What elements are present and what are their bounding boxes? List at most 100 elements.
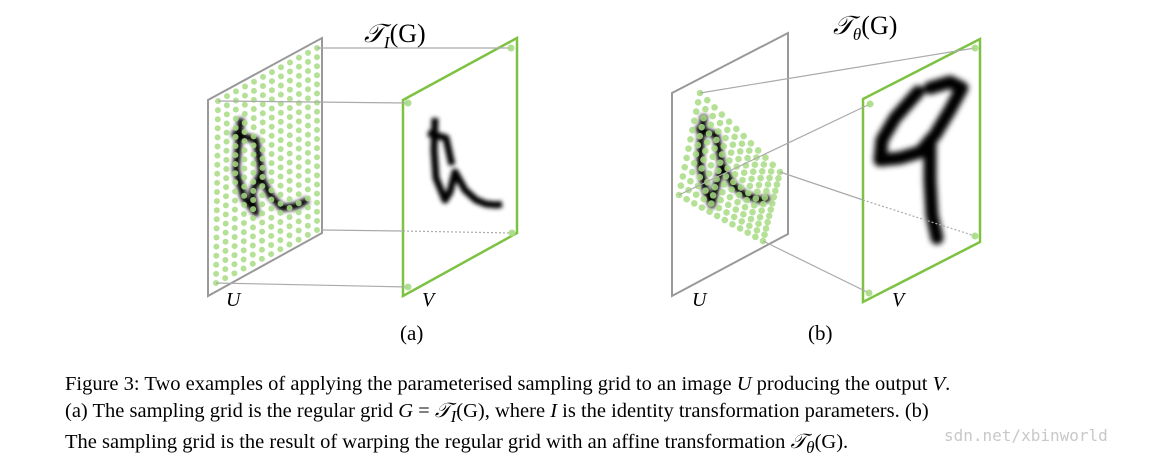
grid-dot [295, 236, 302, 243]
transform-label-a: 𝒯I(G) [364, 19, 426, 52]
grid-dot [304, 231, 311, 238]
grid-dot [702, 105, 709, 113]
grid-dot [223, 147, 230, 154]
grid-dot [729, 141, 737, 149]
grid-dot [740, 169, 748, 177]
grid-dot [231, 206, 238, 213]
grid-dot [250, 197, 257, 204]
grid-dot [753, 226, 761, 234]
grid-dot [268, 150, 275, 157]
grid-dot [277, 137, 284, 144]
grid-dot [705, 130, 713, 137]
grid-dot [286, 132, 293, 139]
grid-dot [314, 190, 320, 197]
grid-dot [681, 163, 689, 171]
grid-dot [268, 114, 275, 121]
grid-dot [286, 195, 293, 202]
grid-dot [223, 165, 230, 172]
grid-dot [240, 265, 247, 272]
grid-dot [713, 136, 720, 144]
input-image-frame-a [207, 36, 323, 298]
grid-dot [304, 122, 311, 129]
grid-dot [696, 132, 704, 140]
grid-dot [769, 161, 777, 169]
grid-dot [250, 206, 257, 213]
grid-dot [277, 237, 284, 244]
grid-dot [729, 220, 736, 228]
grid-dot [735, 191, 743, 199]
grid-dot [277, 82, 284, 89]
grid-dot [690, 200, 698, 207]
grid-dot [703, 138, 711, 146]
grid-dot [240, 238, 247, 245]
grid-dot [722, 173, 730, 180]
grid-dot [259, 128, 266, 135]
caption-line-3: The sampling grid is the result of warpi… [65, 429, 849, 458]
grid-dot [268, 196, 275, 203]
figure-caption: Figure 3: Two examples of applying the p… [65, 372, 1153, 461]
grid-dot [250, 178, 257, 185]
grid-dot [268, 214, 275, 221]
grid-dot [692, 108, 700, 115]
grid-dot [314, 181, 320, 188]
grid-dot [286, 168, 293, 175]
grid-dot [758, 167, 766, 175]
grid-dot [224, 93, 230, 100]
grid-dot [223, 193, 229, 200]
grid-dot [706, 208, 713, 216]
grid-dot [762, 154, 769, 161]
sublabel-a: (a) [400, 321, 423, 345]
grid-dot [679, 173, 687, 180]
grid-dot [683, 154, 690, 162]
grid-dot [746, 222, 753, 230]
grid-dot [744, 154, 751, 162]
grid-dot [314, 163, 320, 170]
grid-dot [251, 78, 257, 85]
grid-dot [692, 150, 700, 158]
grid-dot [213, 216, 220, 223]
grid-dot [314, 81, 320, 88]
grid-dot [223, 138, 230, 145]
grid-dot [773, 181, 781, 188]
grid-dot [250, 96, 257, 103]
grid-dot [750, 202, 758, 209]
grid-dot [214, 143, 221, 150]
grid-dot [296, 54, 302, 61]
grid-dot [278, 64, 284, 71]
grid-dot [711, 183, 719, 191]
grid-dot [694, 98, 702, 106]
grid-dot [716, 159, 724, 166]
grid-dot [703, 96, 711, 104]
grid-dot [295, 109, 302, 116]
grid-dot [733, 125, 740, 133]
grid-dot [258, 246, 265, 253]
grid-dot [730, 213, 738, 221]
grid-dot [314, 199, 320, 206]
grid-dot [707, 121, 715, 129]
grid-dot [232, 188, 239, 195]
input-label-b: U [692, 289, 708, 311]
grid-dot [295, 100, 302, 107]
sublabel-b: (b) [808, 321, 833, 345]
grid-dot [295, 218, 302, 225]
grid-dot [232, 161, 239, 168]
grid-dot [277, 246, 284, 253]
input-image-frame-b [671, 31, 789, 298]
grid-dot [259, 192, 266, 199]
grid-dot [259, 210, 266, 217]
grid-dot [727, 149, 735, 156]
grid-dot [314, 227, 320, 233]
grid-dot [231, 224, 238, 231]
grid-dot [314, 136, 320, 142]
grid-dot [304, 68, 311, 75]
grid-dot [709, 153, 717, 161]
grid-dot [232, 124, 239, 131]
figure-diagram: 𝒯I(G) U V (a) 𝒯θ(G) U V (b) [207, 11, 982, 345]
grid-dot [770, 193, 778, 201]
output-label-b: V [892, 289, 907, 311]
output-digit-a [427, 117, 503, 209]
grid-dot [241, 192, 248, 199]
grid-dot [700, 195, 708, 203]
grid-dot [755, 181, 763, 189]
grid-dot [277, 228, 284, 235]
